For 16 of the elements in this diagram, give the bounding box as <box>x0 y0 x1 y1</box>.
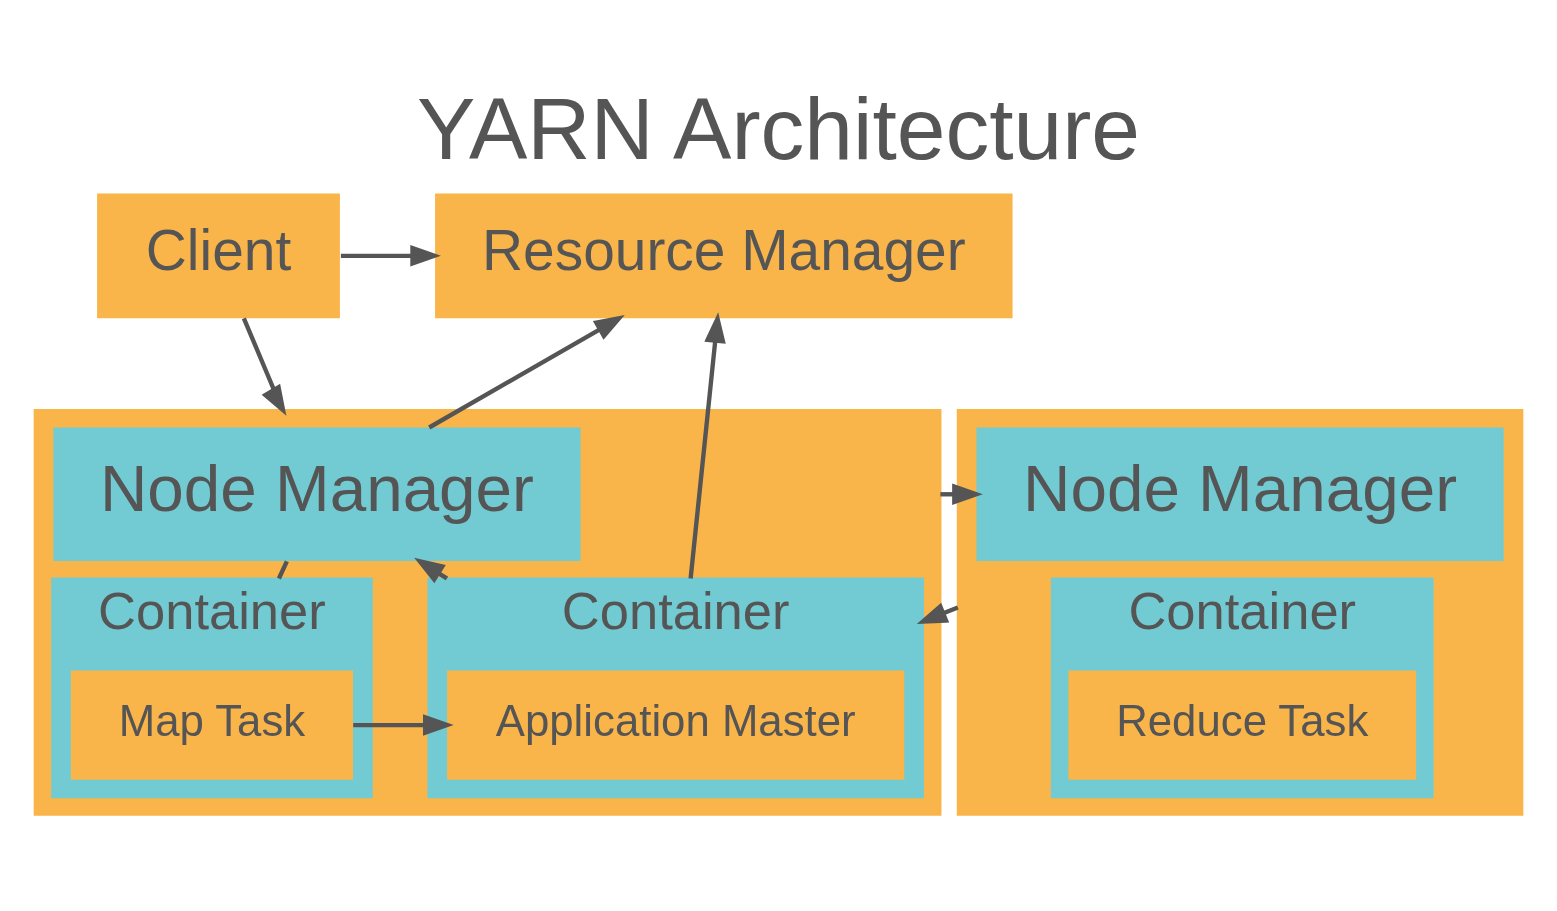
cluster <box>956 408 1524 816</box>
arrow <box>340 244 441 267</box>
node-box: Node Manager <box>53 427 581 561</box>
cluster <box>33 408 942 816</box>
node-box: Node Manager <box>976 427 1504 561</box>
connector <box>276 559 289 579</box>
arrow <box>688 311 726 579</box>
arrow <box>428 314 625 429</box>
node-box: Application Master <box>447 669 905 780</box>
node-box: Client <box>97 193 340 318</box>
node-box: Map Task <box>70 669 354 780</box>
arrow <box>353 713 454 736</box>
diagram-title: YARN Architecture <box>417 79 1140 177</box>
node-box: Resource Manager <box>435 193 1013 318</box>
node-box: Reduce Task <box>1068 669 1417 780</box>
arrow <box>241 316 287 416</box>
